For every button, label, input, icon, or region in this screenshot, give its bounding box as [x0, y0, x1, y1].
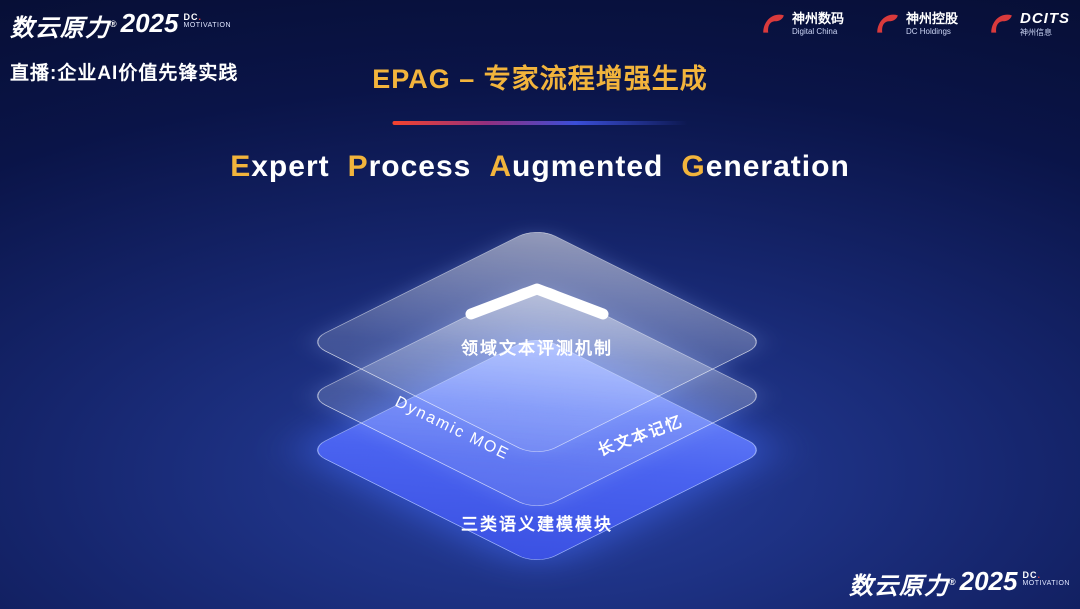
subtitle-word: Expert — [230, 150, 330, 183]
brand-subtext: DC. MOTIVATION — [1022, 570, 1070, 588]
bottom-layer-label: 三类语义建模模块 — [461, 515, 613, 534]
live-stream-label: 直播:企业AI价值先锋实践 — [10, 63, 239, 84]
partner-logo-dc-holdings: 神州控股 DC Holdings — [874, 11, 958, 37]
subtitle-word: Augmented — [489, 150, 664, 183]
partner-subname: Digital China — [791, 26, 838, 36]
registered-mark: ® — [110, 19, 118, 29]
dcits-swoosh-icon — [988, 11, 1014, 37]
title-underline-gradient — [392, 121, 688, 125]
brand-line2: MOTIVATION — [183, 22, 232, 30]
partner-logo-dcits: DCITS 神州信息 — [988, 10, 1070, 38]
dc-holdings-swoosh-icon — [874, 11, 900, 37]
partner-name: 神州数码 — [791, 11, 844, 27]
brand-year: 2025 — [120, 8, 179, 38]
brand-logo-top-left: 数云原力® 2025 DC. MOTIVATION — [10, 8, 231, 43]
subtitle-expert-process-augmented-generation: Expert Process Augmented Generation — [0, 150, 1080, 184]
digital-china-swoosh-icon — [760, 11, 786, 37]
partner-logo-digital-china: 神州数码 Digital China — [760, 11, 844, 37]
partner-subname: DC Holdings — [905, 26, 951, 36]
brand-red-dot: . — [1037, 570, 1041, 580]
brand-line1: DC. — [183, 12, 202, 22]
partner-name: DCITS — [1020, 10, 1070, 27]
brand-name: 数云原力® — [848, 573, 957, 600]
subtitle-word: Process — [347, 150, 472, 183]
partner-logos: 神州数码 Digital China 神州控股 DC Holdings DCIT… — [760, 10, 1070, 38]
brand-line1: DC. — [1022, 570, 1041, 580]
partner-name: 神州控股 — [905, 11, 958, 27]
brand-subtext: DC. MOTIVATION — [183, 12, 231, 30]
brand-red-dot: . — [198, 12, 202, 22]
top-layer-label: 领域文本评测机制 — [461, 339, 613, 358]
page-title: EPAG – 专家流程增强生成 — [372, 64, 708, 94]
chevron-up-icon — [457, 280, 617, 322]
subtitle-word: Generation — [681, 150, 850, 183]
brand-name: 数云原力® — [10, 15, 118, 42]
brand-logo-bottom-right: 数云原力® 2025 DC. MOTIVATION — [849, 566, 1070, 601]
partner-subname: 神州信息 — [1020, 28, 1052, 37]
registered-mark: ® — [948, 577, 957, 587]
brand-line2: MOTIVATION — [1022, 580, 1070, 588]
brand-year: 2025 — [959, 566, 1018, 596]
